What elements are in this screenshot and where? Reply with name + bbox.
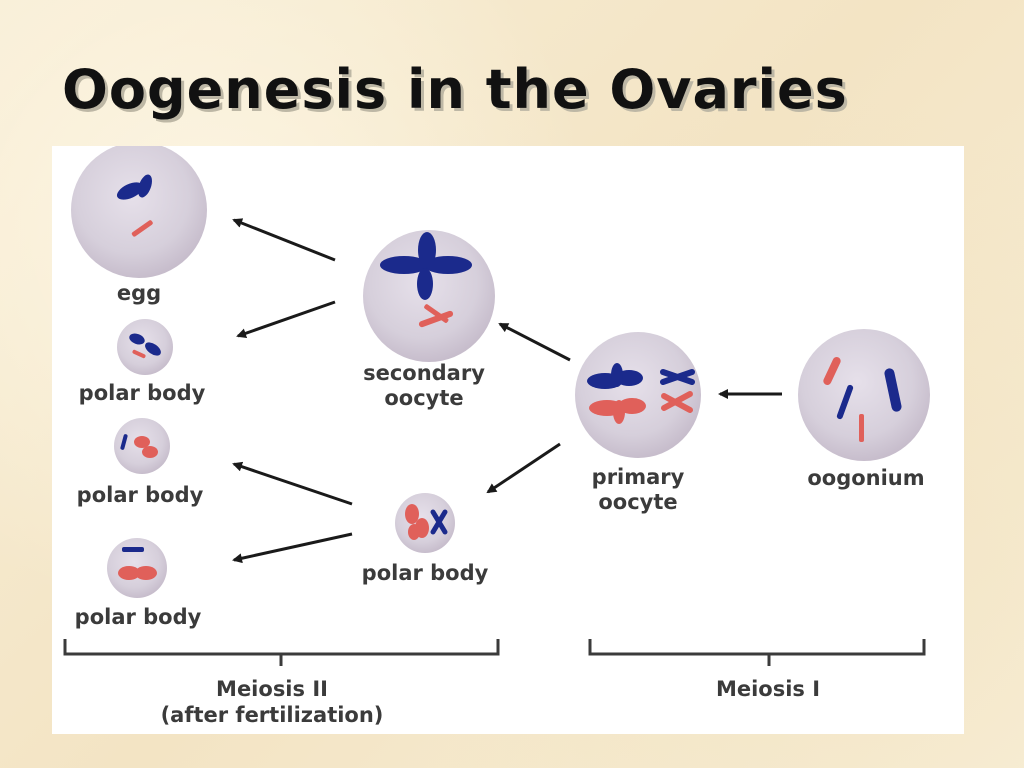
- secondary-oocyte-label-line1: secondary: [363, 361, 485, 385]
- arrows: [232, 218, 782, 564]
- egg-label: egg: [117, 281, 161, 305]
- polar-body-cell-1: [117, 319, 173, 375]
- meiosis-i-label: Meiosis I: [716, 677, 820, 701]
- meiosis-ii-label-line2: (after fertilization): [161, 703, 384, 727]
- arrow-polar-body-to-polar-body-3: [232, 532, 353, 564]
- slide-title: Oogenesis in the Ovaries: [62, 58, 848, 121]
- primary-oocyte-cell: [575, 332, 701, 458]
- meiosis-i-bracket: [588, 639, 926, 666]
- polar-body-label-2: polar body: [77, 483, 204, 507]
- egg-cell: [71, 146, 207, 278]
- oogonium-cell: [798, 329, 930, 461]
- meiosis-ii-label-line1: Meiosis II: [216, 677, 328, 701]
- arrow-secondary-to-polar-body-1: [236, 300, 336, 339]
- egg-chromosomes: [116, 174, 153, 237]
- polar-body-cell-middle: [395, 493, 455, 553]
- polar-body-label-1: polar body: [79, 381, 206, 405]
- arrow-primary-to-secondary: [498, 322, 571, 362]
- primary-oocyte-label-line1: primary: [592, 465, 685, 489]
- oogenesis-diagram: egg polar body polar body polar body sec…: [63, 146, 930, 727]
- diagram-panel: egg polar body polar body polar body sec…: [52, 146, 964, 734]
- polar-body-cell-3: [107, 538, 167, 598]
- polar-body-label-3: polar body: [75, 605, 202, 629]
- polar-body-label-middle: polar body: [362, 561, 489, 585]
- primary-oocyte-label-line2: oocyte: [598, 490, 677, 514]
- arrow-secondary-to-egg: [232, 218, 336, 262]
- secondary-oocyte-cell: [363, 230, 495, 362]
- polar-body-cell-2: [114, 418, 170, 474]
- arrow-primary-to-polar-body: [486, 442, 561, 494]
- oogonium-label: oogonium: [807, 466, 924, 490]
- secondary-oocyte-label-line2: oocyte: [384, 386, 463, 410]
- arrow-polar-body-to-polar-body-2: [232, 461, 353, 506]
- meiosis-ii-bracket: [63, 639, 500, 666]
